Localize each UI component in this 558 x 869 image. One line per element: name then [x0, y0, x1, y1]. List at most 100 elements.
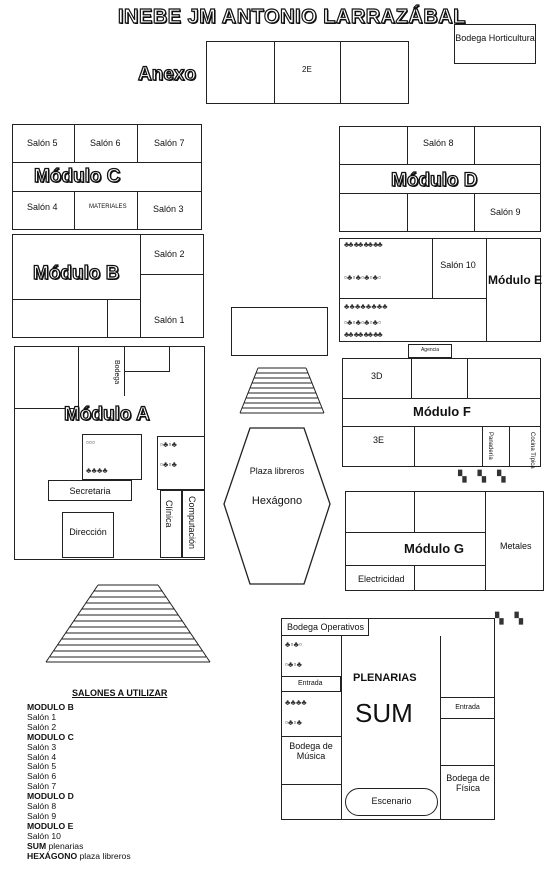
wall — [340, 41, 342, 104]
list-item-text: Salón 4 — [27, 751, 57, 762]
room-3d-label: 3D — [371, 371, 383, 381]
wall — [474, 193, 476, 232]
entrada-right-label: Entrada — [455, 704, 480, 711]
wall — [411, 358, 413, 398]
salon-8-label: Salón 8 — [423, 138, 454, 148]
wall — [281, 784, 341, 786]
sketch-figures: ▚ ▚ ▚ — [458, 471, 510, 483]
secretaria-label: Secretaria — [69, 486, 111, 496]
list-item: Salón 2 — [27, 722, 131, 733]
cocina-tipica-label: Cocina Típica — [529, 432, 535, 469]
restroom-area-2 — [157, 436, 205, 490]
clinica-label: Clínica — [164, 500, 174, 528]
sketch-figures: ▫ ♣ ▫ ♣ — [160, 460, 177, 469]
modulo-b-label: Módulo B — [32, 262, 120, 284]
wall — [140, 274, 204, 276]
wall — [432, 238, 434, 298]
stairs-bottom — [45, 584, 211, 663]
hexagono-label: Hexágono — [251, 495, 303, 507]
salon-1-label: Salón 1 — [154, 315, 185, 325]
wall — [440, 765, 495, 767]
list-item-text: Salón 3 — [27, 741, 57, 752]
bodega-operativos-label: Bodega Operativos — [287, 622, 365, 632]
bodega-a-label: Bodega — [113, 360, 120, 385]
clinica-room — [160, 490, 182, 558]
anexo-label: Anexo — [137, 63, 197, 85]
entrada-left-label: Entrada — [298, 680, 323, 687]
sketch-figures: ▫ ♣ ▫ ♣ ▫ ♣ ▫ ♣ ▫ — [344, 273, 381, 282]
modulo-g-label: Módulo G — [404, 541, 464, 556]
bodega-horticultura-label: Bodega Horticultura — [455, 33, 535, 43]
list-item: MODULO C — [27, 731, 131, 743]
wall — [107, 299, 109, 338]
wall — [137, 191, 139, 230]
entrada-left-room — [281, 676, 341, 692]
stairs-top — [239, 367, 325, 414]
salon-3-label: Salón 3 — [153, 204, 184, 214]
modulo-a-label: Módulo A — [63, 403, 150, 425]
list-item-text: Salón 8 — [27, 801, 57, 812]
salon-4-label: Salón 4 — [27, 202, 58, 212]
computacion-room — [182, 490, 205, 558]
direccion-label: Dirección — [69, 527, 107, 537]
wall — [12, 162, 202, 164]
modulo-e-building — [339, 238, 541, 342]
bodega-operativos-room — [281, 618, 369, 636]
list-item-text: Salón 6 — [27, 771, 57, 782]
computacion-label: Computación — [187, 496, 197, 550]
wall — [339, 164, 541, 166]
list-item-text: Salón 10 — [27, 830, 61, 841]
list-item-text: Salón 7 — [27, 781, 57, 792]
salon-10-label: Salón 10 — [440, 260, 476, 270]
wall — [509, 426, 511, 467]
wall — [414, 426, 416, 467]
sketch-figures: ♣♣ ♣♣ ♣♣ ♣♣ — [344, 330, 383, 339]
wall — [137, 124, 139, 162]
entrada-right-room — [440, 697, 495, 719]
list-item-text: Salón 5 — [27, 761, 57, 772]
central-building — [231, 307, 328, 356]
list-item: HEXÁGONO plaza libreros — [27, 850, 131, 862]
list-item-text: MODULO E — [27, 820, 74, 831]
wall — [485, 491, 487, 591]
bodega-fisica-label: Bodega de Física — [446, 773, 490, 793]
wall — [339, 298, 486, 300]
list-item: Salón 7 — [27, 781, 131, 792]
list-item: Salón 8 — [27, 801, 131, 812]
wall — [14, 408, 78, 410]
wall — [12, 299, 140, 301]
list-item-text: MODULO C — [27, 731, 74, 742]
escenario-label: Escenario — [371, 796, 412, 806]
sketch-figures: ▫ ♣ ▫ ♣ — [285, 660, 302, 669]
wall — [281, 736, 341, 738]
wall — [467, 358, 469, 398]
sketch-figures: ♣ ♣ ♣ ♣ ♣ ♣ ♣ ♣ — [344, 302, 388, 311]
list-item: Salón 10 — [27, 830, 131, 842]
panaderia-label: Panadería — [487, 432, 493, 460]
list-item-text: HEXÁGONO — [27, 850, 78, 861]
wall — [342, 398, 541, 400]
wall — [414, 491, 416, 532]
anexo-building — [206, 41, 409, 104]
list-item: MODULO E — [27, 820, 131, 832]
list-item-text: SUM — [27, 840, 47, 851]
sketch-figures: ♣ ♣ ♣ ♣ — [285, 698, 307, 707]
wall — [486, 238, 488, 342]
sketch-figures: ♣ ♣ ♣ ♣ — [86, 466, 108, 475]
secretaria-room — [48, 480, 132, 501]
list-item: Salón 5 — [27, 761, 131, 772]
sketch-figures: ♣ ▫ ♣ ▫ — [285, 640, 302, 649]
room-2e-label: 2E — [302, 65, 312, 74]
wall — [74, 191, 76, 230]
list-heading: SALONES A UTILIZAR — [72, 688, 168, 698]
modulo-c-building — [12, 124, 202, 230]
bodega-horticultura-room — [454, 24, 536, 64]
wall — [474, 126, 476, 164]
plenarias-label: PLENARIAS — [353, 672, 417, 684]
sum-label: SUM — [355, 698, 413, 728]
list-item: SUM plenarias — [27, 840, 131, 852]
sketch-figures: ▚ ▚ — [495, 613, 527, 625]
list-item: Salón 1 — [27, 712, 131, 723]
wall — [74, 124, 76, 162]
